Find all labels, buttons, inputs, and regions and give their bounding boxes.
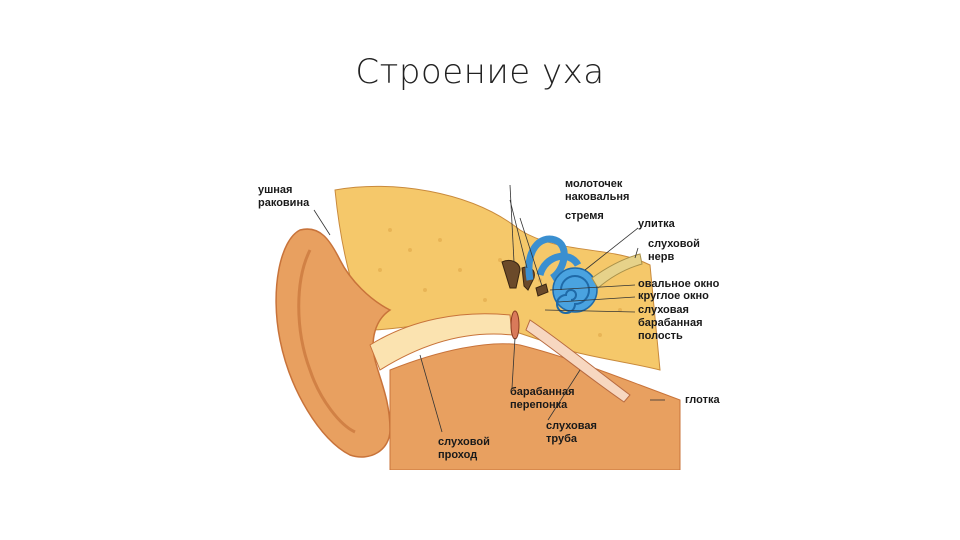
- neck-tissue: [389, 343, 681, 470]
- label-eustachian-tube: слуховая труба: [546, 420, 597, 445]
- label-auditory-nerve: слуховой нерв: [648, 238, 700, 263]
- eardrum-shape: [510, 310, 520, 340]
- label-ear-canal: слуховой проход: [438, 436, 490, 461]
- pinna-fold: [297, 249, 356, 434]
- label-incus: наковальня: [565, 191, 630, 203]
- semicircular-canals: [525, 235, 582, 281]
- label-cochlea: улитка: [638, 218, 675, 230]
- label-tympanic-cavity: слуховая барабанная полость: [638, 304, 703, 342]
- slide-title: Строение уха: [355, 52, 605, 92]
- label-eardrum: барабанная перепонка: [510, 386, 575, 411]
- label-pinna: ушная раковина: [258, 184, 310, 209]
- cochlea-shape: [552, 267, 598, 314]
- eustachian-tube-shape: [525, 319, 631, 403]
- label-oval-window: овальное окно: [638, 278, 720, 290]
- leader-lines: [313, 184, 665, 433]
- label-round-window: круглое окно: [638, 290, 709, 302]
- ear-illustration: [275, 184, 681, 470]
- auditory-nerve-shape: [591, 253, 643, 289]
- label-stapes: стремя: [565, 210, 604, 222]
- ear-anatomy-diagram: ушная раковина молоточек наковальня стре…: [240, 170, 740, 470]
- label-malleus: молоточек: [565, 178, 623, 190]
- label-pharynx: глотка: [685, 394, 720, 406]
